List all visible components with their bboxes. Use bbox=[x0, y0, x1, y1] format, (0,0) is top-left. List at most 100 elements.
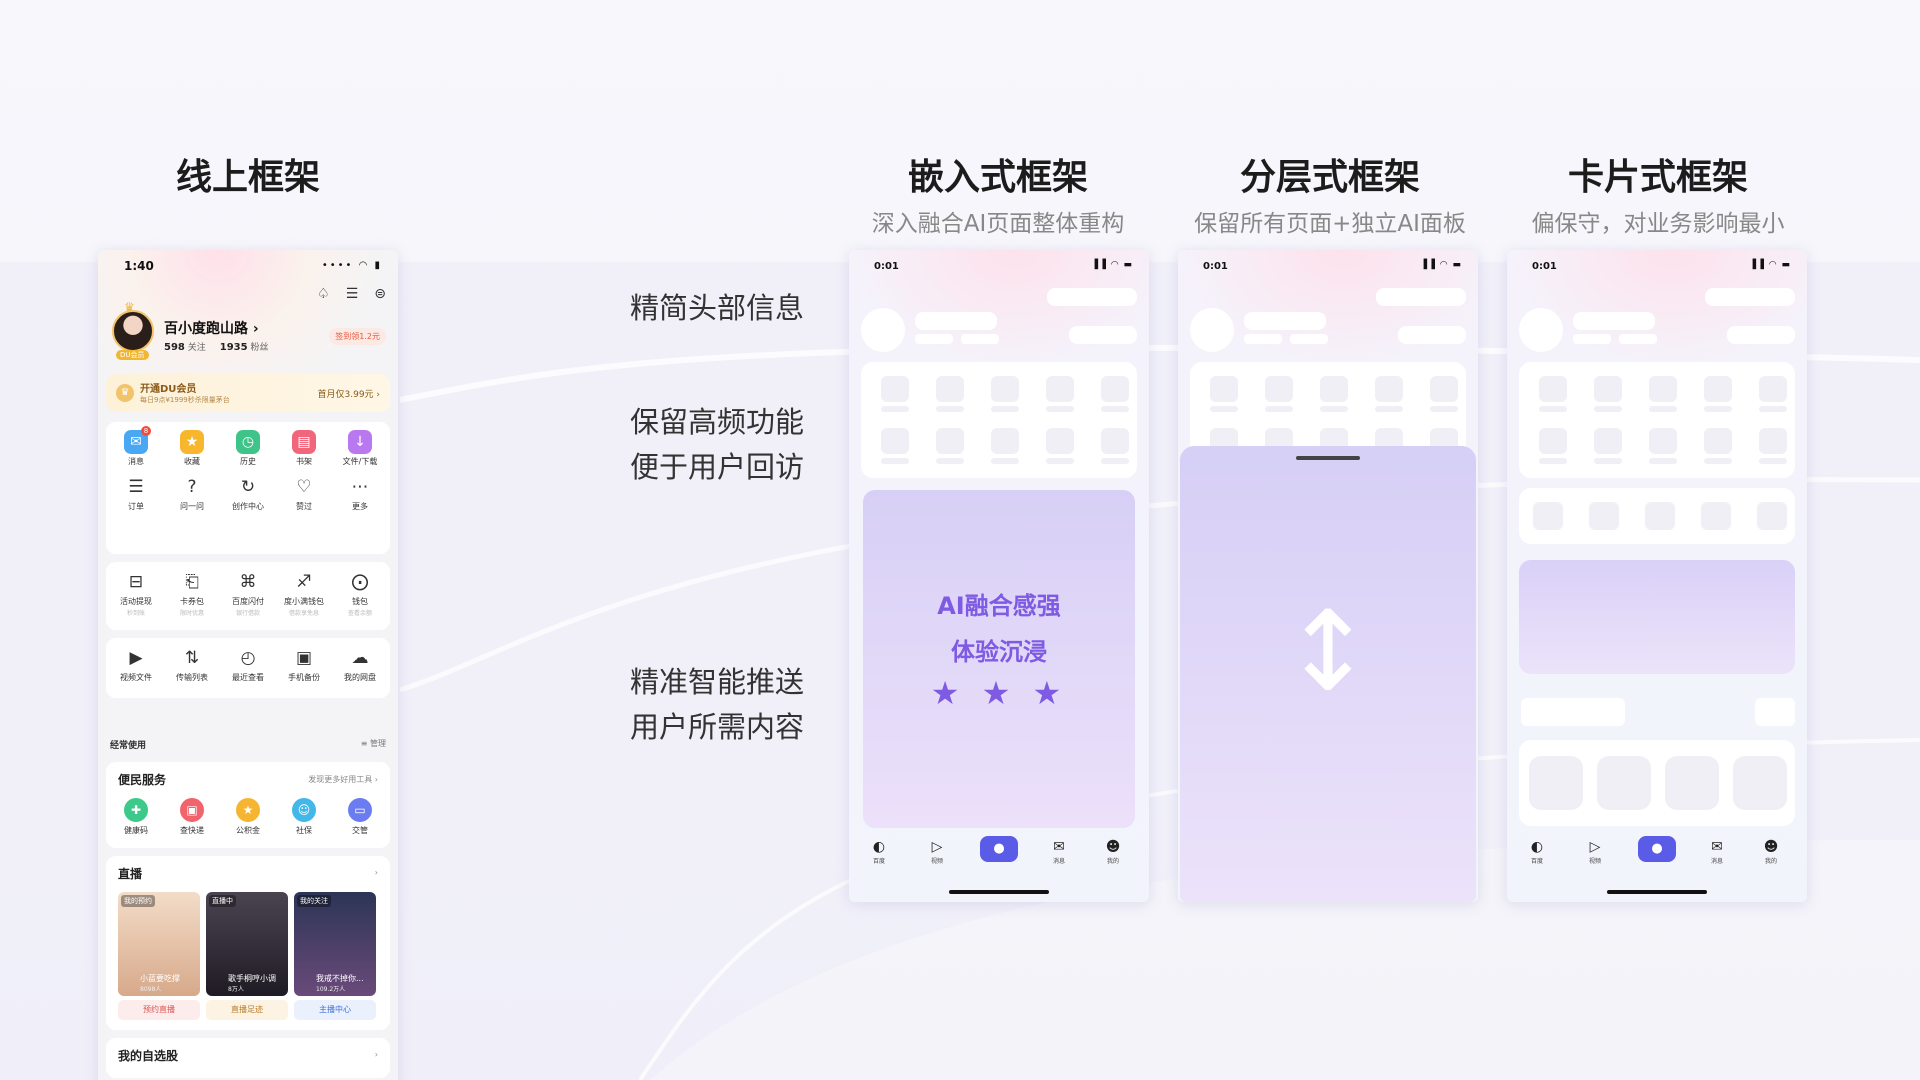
label-placeholder bbox=[936, 406, 964, 412]
finance-item[interactable]: ⌘百度闪付银行借款 bbox=[220, 570, 276, 617]
ai-panel[interactable]: ↕ bbox=[1180, 446, 1476, 902]
fans-stat[interactable]: 1935 粉丝 bbox=[219, 342, 269, 353]
live-item[interactable]: 我的关注我戒不掉你...109.2万人 bbox=[294, 892, 376, 996]
note-smart-push: 精准智能推送 bbox=[630, 665, 805, 699]
manage-button[interactable]: ≡ 管理 bbox=[360, 739, 386, 748]
netdisk-item[interactable]: ◴最近查看 bbox=[220, 646, 276, 683]
function-item[interactable]: ⋯更多 bbox=[332, 475, 388, 512]
status-icons: ▐▐ ◠ ▬ bbox=[1420, 260, 1462, 270]
tab-item[interactable]: ◐百度 bbox=[1523, 838, 1551, 865]
function-grid-placeholder bbox=[1519, 362, 1795, 478]
finance-item[interactable]: ♐度小满钱包借款享免息 bbox=[276, 570, 332, 617]
netdisk-item[interactable]: ▣手机备份 bbox=[276, 646, 332, 683]
heart-icon: ♡ bbox=[296, 477, 312, 497]
live-action-button[interactable]: 预约直播 bbox=[118, 1000, 200, 1020]
ai-feed-card[interactable]: AI融合感强 体验沉浸 ★ ★ ★ bbox=[863, 490, 1135, 828]
function-item[interactable]: ?问一问 bbox=[164, 475, 220, 512]
finance-item[interactable]: ⎗卡券包限时优惠 bbox=[164, 570, 220, 617]
note-simplify-header: 精简头部信息 bbox=[630, 291, 805, 325]
card-frame-title: 卡片式框架 bbox=[1567, 157, 1748, 198]
vip-desc: 每日9点¥1999秒杀限量茅台 bbox=[140, 396, 230, 404]
note-revisit: 便于用户回访 bbox=[630, 450, 805, 484]
shortcut-row-placeholder bbox=[1519, 488, 1795, 544]
service-item[interactable]: ✚健康码 bbox=[108, 798, 164, 836]
function-item[interactable]: ☰订单 bbox=[108, 475, 164, 512]
skin-icon[interactable]: ♤ bbox=[317, 286, 330, 302]
shortcut-placeholder bbox=[1757, 502, 1787, 530]
service-placeholder-tile bbox=[1665, 756, 1719, 810]
ai-card[interactable] bbox=[1519, 560, 1795, 674]
function-item[interactable]: ↓文件/下载 bbox=[332, 430, 388, 467]
function-item[interactable]: ↻创作中心 bbox=[220, 475, 276, 512]
tab-label: 我的 bbox=[1106, 858, 1119, 865]
service-item[interactable]: ▣查快递 bbox=[164, 798, 220, 836]
tab-item[interactable]: ◐百度 bbox=[865, 838, 893, 865]
ai-card-line2: 体验沉浸 bbox=[951, 638, 1047, 666]
function-item[interactable]: ◷历史 bbox=[220, 430, 276, 467]
user-name[interactable]: 百小度跑山路 › bbox=[164, 318, 259, 338]
social-security-icon: ☺ bbox=[292, 798, 316, 822]
avatar[interactable] bbox=[112, 310, 154, 352]
service-more-link[interactable]: 发现更多好用工具 › bbox=[308, 775, 378, 784]
icon-placeholder bbox=[936, 376, 964, 402]
online-frame-title: 线上框架 bbox=[175, 157, 320, 198]
service-item[interactable]: ★公积金 bbox=[220, 798, 276, 836]
vip-banner[interactable]: ♛ 开通DU会员 每日9点¥1999秒杀限量茅台 首月仅3.99元 › bbox=[106, 374, 390, 412]
live-action-button[interactable]: 主播中心 bbox=[294, 1000, 376, 1020]
shortcut-placeholder bbox=[1701, 502, 1731, 530]
tab-label: 我的 bbox=[1764, 858, 1777, 865]
service-item[interactable]: ▭交管 bbox=[332, 798, 388, 836]
finance-item[interactable]: ⊟活动提现秒到账 bbox=[108, 570, 164, 617]
function-item[interactable]: ♡赞过 bbox=[276, 475, 332, 512]
vip-price[interactable]: 首月仅3.99元 › bbox=[317, 390, 381, 400]
tab-item[interactable]: ▷视频 bbox=[1581, 838, 1609, 865]
stat-placeholder bbox=[961, 334, 999, 344]
cloud-icon: ☁ bbox=[351, 648, 369, 668]
label-placeholder bbox=[1101, 458, 1129, 464]
live-action-button[interactable]: 直播足迹 bbox=[206, 1000, 288, 1020]
tab-item[interactable]: ✉消息 bbox=[1703, 838, 1731, 865]
finance-item[interactable]: ⨀钱包查看余额 bbox=[332, 570, 388, 617]
chevron-right-icon[interactable]: › bbox=[374, 868, 378, 877]
label-placeholder bbox=[1759, 458, 1787, 464]
embedded-frame-title: 嵌入式框架 bbox=[907, 157, 1088, 198]
note-keep-frequent: 保留高频功能 bbox=[630, 405, 805, 439]
function-item[interactable]: ▤书架 bbox=[276, 430, 332, 467]
tab-item[interactable]: ☻我的 bbox=[1757, 838, 1785, 865]
user-stats: 598 关注 1935 粉丝 bbox=[164, 340, 269, 353]
menu-icon[interactable]: ☰ bbox=[345, 286, 359, 302]
tab-bar: ◐百度 ▷视频 ● ✉消息 ☻我的 bbox=[849, 836, 1149, 878]
mic-icon[interactable]: ● bbox=[980, 836, 1018, 862]
tab-label: 消息 bbox=[1710, 858, 1723, 865]
chevron-right-icon[interactable]: › bbox=[374, 1050, 378, 1059]
label-placeholder bbox=[1375, 406, 1403, 412]
tab-item[interactable]: ✉消息 bbox=[1045, 838, 1073, 865]
function-item[interactable]: ★收藏 bbox=[164, 430, 220, 467]
status-time: 0:01 bbox=[1203, 261, 1228, 272]
service-item[interactable]: ☺社保 bbox=[276, 798, 332, 836]
mic-icon[interactable]: ● bbox=[1638, 836, 1676, 862]
settings-icon[interactable]: ⊜ bbox=[374, 286, 386, 302]
label-placeholder bbox=[991, 458, 1019, 464]
stat-placeholder bbox=[1244, 334, 1282, 344]
button-placeholder bbox=[1069, 326, 1137, 344]
follow-stat[interactable]: 598 关注 bbox=[164, 342, 206, 353]
header-pill bbox=[1705, 288, 1795, 306]
netdisk-item[interactable]: ⇅传输列表 bbox=[164, 646, 220, 683]
name-placeholder bbox=[1573, 312, 1655, 330]
panel-drag-handle[interactable] bbox=[1296, 456, 1360, 460]
tab-item[interactable]: ▷视频 bbox=[923, 838, 951, 865]
shortcut-placeholder bbox=[1589, 502, 1619, 530]
status-icons: •••• ◠ ▮ bbox=[321, 260, 382, 271]
sign-in-button[interactable]: 签到领1.2元 bbox=[329, 328, 386, 345]
netdisk-item[interactable]: ▶视频文件 bbox=[108, 646, 164, 683]
label-placeholder bbox=[881, 406, 909, 412]
service-label: 查快递 bbox=[180, 826, 204, 835]
netdisk-card: ▶视频文件⇅传输列表◴最近查看▣手机备份☁我的网盘 bbox=[106, 638, 390, 698]
netdisk-item[interactable]: ☁我的网盘 bbox=[332, 646, 388, 683]
tab-item[interactable]: ☻我的 bbox=[1099, 838, 1127, 865]
fund-icon: ★ bbox=[236, 798, 260, 822]
